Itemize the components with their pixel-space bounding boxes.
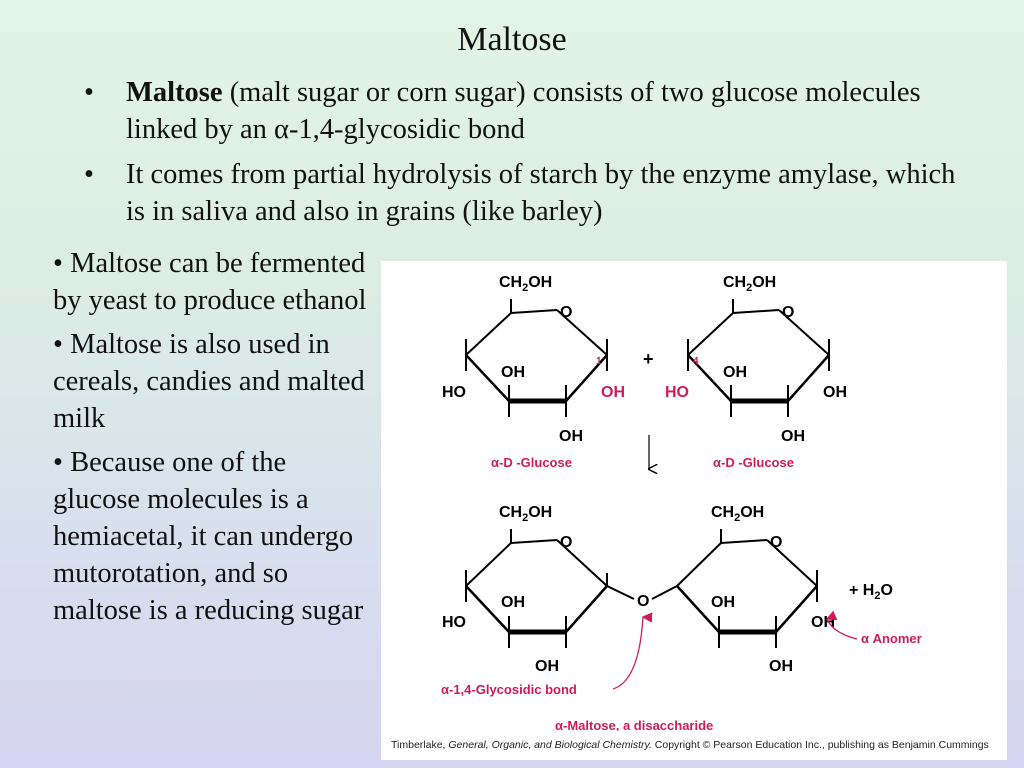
maltose-ring-left (465, 529, 635, 648)
oh-label: OH (769, 658, 793, 675)
bridge-oxygen-label: O (637, 593, 649, 610)
ring-oxygen-label: O (560, 304, 572, 321)
bullet-marker: • (53, 329, 63, 360)
ring-oxygen-label: O (560, 534, 572, 551)
anomer-pointer-arrow (825, 610, 858, 640)
bullet-text: It comes from partial hydrolysis of star… (126, 159, 956, 227)
anomeric-oh-label: OH (601, 384, 625, 401)
left-bullet-1: • Maltose can be fermented by yeast to p… (53, 245, 373, 319)
maltose-reaction-figure: CH2OH O OH HO OH OH 1 α-D -Glucose + CH2… (381, 261, 1007, 760)
anomeric-oh-label: OH (811, 614, 835, 631)
ho-label: HO (442, 384, 466, 401)
left-bullet-list: • Maltose can be fermented by yeast to p… (53, 245, 373, 636)
oh-label: OH (723, 364, 747, 381)
anomer-label: α Anomer (861, 631, 922, 646)
oh-label: OH (781, 428, 805, 445)
slide-title: Maltose (457, 21, 567, 58)
ch2oh-label: CH2OH (499, 274, 552, 294)
figure-credit: Timberlake, General, Organic, and Biolog… (391, 739, 1001, 751)
top-left-labels: CH2OH O OH HO OH OH 1 α-D -Glucose (442, 274, 625, 470)
maltose-product-label: α-Maltose, a disaccharide (555, 718, 713, 731)
plus-sign: + (643, 349, 654, 369)
ch2oh-label: CH2OH (499, 504, 552, 524)
c4-ho-label: HO (665, 384, 689, 401)
glycosidic-bond-label: α-1,4-Glycosidic bond (441, 682, 577, 697)
bottom-labels: CH2OH O OH HO OH O CH2OH O OH OH OH + H2… (441, 504, 922, 731)
ho-label: HO (442, 614, 466, 631)
top-right-labels: CH2OH O OH HO OH OH 4 α-D -Glucose (665, 274, 847, 470)
left-bullet-2: • Maltose is also used in cereals, candi… (53, 326, 373, 437)
oh-label: OH (535, 658, 559, 675)
bond-pointer-arrow (612, 612, 653, 690)
oh-label: OH (711, 594, 735, 611)
oh-label: OH (823, 384, 847, 401)
glucose-ring-top-right (687, 299, 830, 417)
plus-water-label: + H2O (849, 582, 893, 602)
bullet-marker: • (53, 248, 63, 279)
top-bullet-2: • It comes from partial hydrolysis of sta… (84, 156, 964, 230)
bullet-marker: • (53, 447, 63, 478)
bullet-marker: • (84, 77, 94, 108)
glucose-ring-top-left (465, 299, 608, 417)
ring-oxygen-label: O (782, 304, 794, 321)
bullet-marker: • (84, 159, 94, 190)
left-bullet-3: • Because one of the glucose molecules i… (53, 444, 373, 629)
maltose-ring-right (651, 529, 818, 648)
ch2oh-label: CH2OH (711, 504, 764, 524)
bullet-bold-term: Maltose (126, 77, 223, 108)
bullet-text: Maltose is also used in cereals, candies… (53, 329, 365, 434)
bullet-text: (malt sugar or corn sugar) consists of t… (126, 77, 921, 145)
glucose-name-label: α-D -Glucose (491, 455, 572, 470)
credit-author: Timberlake, (391, 739, 449, 751)
ch2oh-label: CH2OH (723, 274, 776, 294)
oh-label: OH (501, 594, 525, 611)
bullet-text: Maltose can be fermented by yeast to pro… (53, 248, 367, 316)
credit-copyright: Copyright © Pearson Education Inc., publ… (651, 739, 989, 751)
oh-label: OH (501, 364, 525, 381)
top-bullet-list: • Maltose (malt sugar or corn sugar) cons… (84, 74, 964, 238)
credit-book-title: General, Organic, and Biological Chemist… (448, 739, 652, 751)
ring-oxygen-label: O (770, 534, 782, 551)
oh-label: OH (559, 428, 583, 445)
glucose-name-label: α-D -Glucose (713, 455, 794, 470)
carbon-number-label: 1 (596, 356, 602, 367)
bullet-text: Because one of the glucose molecules is … (53, 447, 364, 626)
reaction-diagram: CH2OH O OH HO OH OH 1 α-D -Glucose + CH2… (441, 274, 922, 731)
carbon-number-label: 4 (693, 356, 699, 367)
top-bullet-1: • Maltose (malt sugar or corn sugar) cons… (84, 74, 964, 148)
